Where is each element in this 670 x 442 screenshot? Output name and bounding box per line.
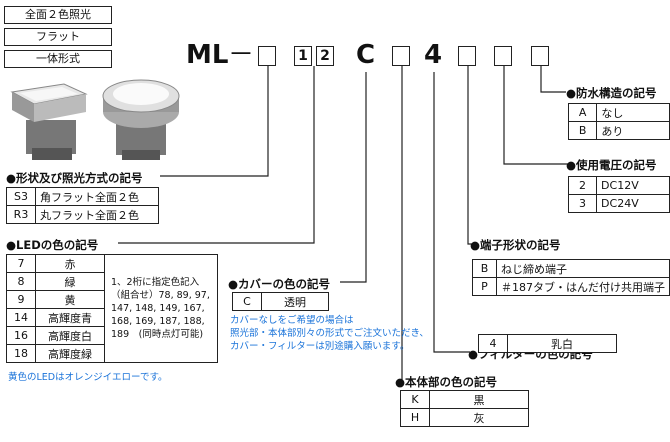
combo-note-line: 189 (同時点灯可能) — [111, 329, 204, 340]
code-cell: A — [567, 103, 598, 122]
code-cell: S3 — [6, 187, 36, 206]
code-cell: R3 — [6, 205, 36, 224]
combo-note-line: 1、2桁に指定色記入 — [111, 277, 200, 288]
desc-cell: 乳白 — [507, 334, 617, 353]
tag-illumination: 全面２色照光 — [4, 6, 112, 24]
desc-cell: 黄 — [35, 290, 105, 309]
product-photos — [10, 79, 180, 160]
desc-cell: あり — [596, 121, 670, 140]
cover-section-title: ●カバーの色の記号 — [228, 277, 331, 291]
desc-cell: 高輝度青 — [35, 308, 105, 327]
code-box-shape — [258, 46, 276, 66]
code-cell: B — [472, 259, 497, 278]
code-cell: K — [400, 390, 430, 409]
code-box-terminal — [458, 46, 476, 66]
code-cell: 7 — [6, 254, 36, 273]
code-cell: 2 — [567, 176, 598, 195]
code-cell: 9 — [6, 290, 36, 309]
led-footnote: 黄色のLEDはオレンジイエローです。 — [8, 372, 168, 383]
square-switch-image — [10, 83, 88, 160]
desc-cell: 赤 — [35, 254, 105, 273]
combo-note-line: （組合せ）78, 89, 97, — [111, 290, 210, 301]
code-cell: 8 — [6, 272, 36, 291]
voltage-section-title: ●使用電圧の記号 — [566, 158, 657, 172]
desc-cell: 高輝度緑 — [35, 344, 105, 363]
led-section-title: ●LEDの色の記号 — [6, 238, 99, 252]
body-section-title: ●本体部の色の記号 — [395, 375, 498, 389]
cover-note-1: カバーなしをご希望の場合は — [230, 315, 354, 326]
code-cell: 3 — [567, 194, 598, 213]
desc-cell: なし — [596, 103, 670, 122]
water-section-title: ●防水構造の記号 — [566, 86, 657, 100]
code-cell: P — [472, 277, 497, 296]
desc-cell: 灰 — [429, 408, 529, 427]
desc-cell: DC24V — [596, 194, 670, 213]
code-box-water — [531, 46, 549, 66]
code-cell: B — [567, 121, 598, 140]
tag-flat: フラット — [4, 28, 112, 46]
desc-cell: 角フラット全面２色 — [35, 187, 159, 206]
round-switch-image — [102, 79, 180, 160]
code-box-led1: 1 — [294, 46, 312, 66]
code-box-voltage — [494, 46, 512, 66]
combo-note-line: 147, 148, 149, 167, — [111, 303, 205, 314]
code-cell: C — [232, 292, 262, 311]
desc-cell: 丸フラット全面２色 — [35, 205, 159, 224]
code-cell: H — [400, 408, 430, 427]
tag-integral: 一体形式 — [4, 50, 112, 68]
code-cover: C — [356, 40, 376, 70]
shape-section-title: ●形状及び照光方式の記号 — [6, 171, 143, 185]
code-box-led2: 2 — [316, 46, 334, 66]
desc-cell: 高輝度白 — [35, 326, 105, 345]
combo-note-line: 168, 169, 187, 188, — [111, 316, 205, 327]
code-box-body — [392, 46, 410, 66]
model-dash: － — [228, 40, 255, 70]
code-cell: 18 — [6, 344, 36, 363]
desc-cell: DC12V — [596, 176, 670, 195]
desc-cell: 黒 — [429, 390, 529, 409]
cover-note-2: 照光部・本体部別々の形式でご注文いただき、 — [230, 328, 429, 339]
code-filter: 4 — [424, 40, 443, 70]
cover-note-3: カバー・フィルターは別途購入願います。 — [230, 341, 410, 352]
combo-note-cell: 1、2桁に指定色記入 （組合せ）78, 89, 97, 147, 148, 14… — [104, 254, 218, 363]
code-cell: 14 — [6, 308, 36, 327]
code-cell: 16 — [6, 326, 36, 345]
table-row: P＃187タブ・はんだ付け共用端子 — [472, 277, 670, 296]
desc-cell: ＃187タブ・はんだ付け共用端子 — [496, 277, 670, 296]
desc-cell: 緑 — [35, 272, 105, 291]
desc-cell: 透明 — [261, 292, 329, 311]
terminal-section-title: ●端子形状の記号 — [470, 238, 561, 252]
code-cell: 4 — [478, 334, 508, 353]
desc-cell: ねじ締め端子 — [496, 259, 670, 278]
model-prefix: ML — [186, 40, 229, 70]
